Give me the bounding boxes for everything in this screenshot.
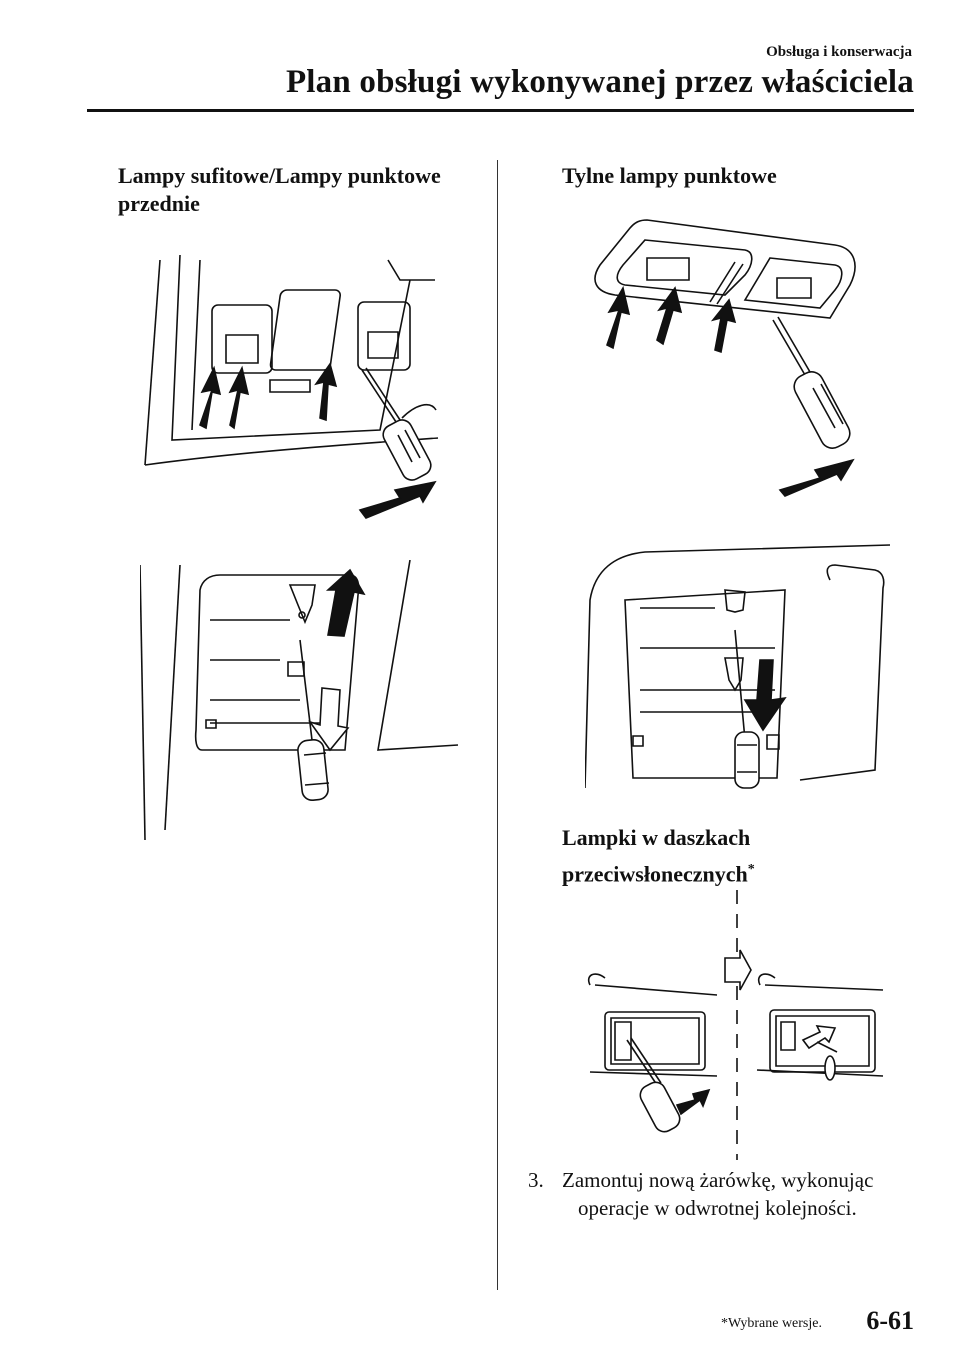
page-number: 6-61: [866, 1306, 914, 1335]
visor-lamps-caption-word: przeciwsłonecznych: [562, 861, 748, 887]
rear-lamps-removal-illustration: [585, 210, 870, 500]
step-3-text-line2: operacje w odwrotnej kolejności.: [578, 1196, 857, 1220]
step-3-number: 3.: [528, 1168, 544, 1192]
front-lamps-caption-line1: Lampy sufitowe/Lampy punktowe: [118, 163, 441, 188]
step-3-text: Zamontuj nową żarówkę, wykonując operacj…: [562, 1166, 873, 1222]
visor-lamps-caption-line2: przeciwsłonecznych*: [562, 854, 755, 890]
front-lamps-removal-illustration: [140, 240, 440, 530]
rear-lamps-caption: Tylne lampy punktowe: [562, 163, 777, 188]
footnote: *Wybrane wersje.: [720, 1316, 822, 1331]
front-bulb-replacement-illustration: [140, 560, 460, 840]
page-title: Plan obsługi wykonywanej przez właścicie…: [285, 64, 914, 100]
visor-lamps-caption-line1: Lampki w daszkach: [562, 825, 751, 850]
step-3-text-line1: Zamontuj nową żarówkę, wykonując: [562, 1168, 874, 1192]
front-lamps-caption-line2: przednie: [118, 191, 200, 216]
front-lamps-caption: Lampy sufitowe/Lampy punktowe przednie: [118, 162, 441, 218]
title-rule: [87, 109, 914, 112]
rear-bulb-replacement-illustration: [585, 540, 895, 810]
optional-equipment-mark: *: [747, 862, 755, 877]
column-divider: [497, 160, 498, 1290]
visor-lamp-replacement-illustration: [585, 890, 895, 1160]
section-label: Obsługa i konserwacja: [766, 44, 912, 60]
visor-lamps-caption: Lampki w daszkach przeciwsłonecznych*: [562, 822, 755, 890]
